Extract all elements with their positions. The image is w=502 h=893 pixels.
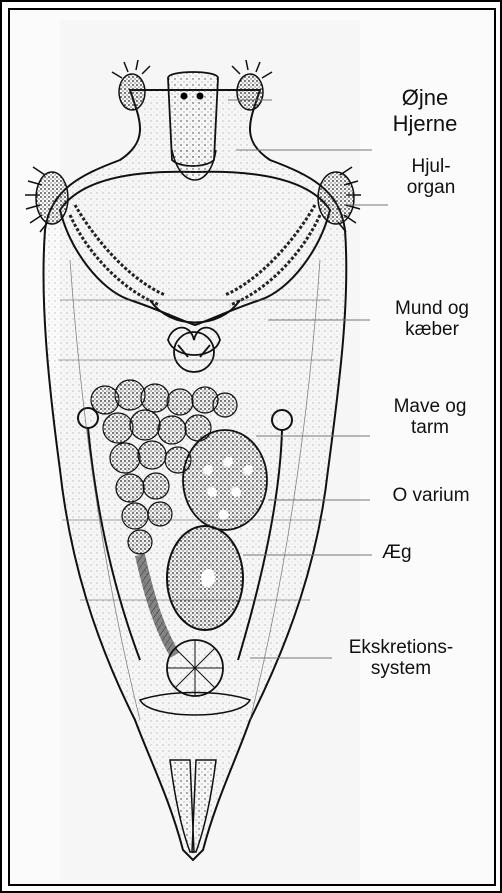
label-mouth-jaws: Mund og kæber xyxy=(372,298,492,340)
label-stomach-line2: tarm xyxy=(370,417,490,438)
bladder-rays xyxy=(167,640,223,696)
label-stomach-line1: Mave og xyxy=(370,396,490,417)
label-mouth-line1: Mund og xyxy=(372,298,492,319)
egg-nucleus xyxy=(201,569,215,587)
label-wheel-organ-line1: Hjul- xyxy=(386,156,476,177)
label-egg: Æg xyxy=(382,542,442,563)
label-brain: Hjerne xyxy=(380,112,470,136)
label-ovary: O varium xyxy=(368,485,494,506)
label-ovary-text: O varium xyxy=(368,485,494,506)
label-egg-text: Æg xyxy=(382,542,442,563)
label-eyes: Øjne xyxy=(380,86,470,110)
label-eyes-text: Øjne xyxy=(380,86,470,110)
label-stomach: Mave og tarm xyxy=(370,396,490,438)
label-mouth-line2: kæber xyxy=(372,319,492,340)
label-brain-text: Hjerne xyxy=(380,112,470,136)
label-wheel-organ-line2: organ xyxy=(386,177,476,198)
label-excretory: Ekskretions- system xyxy=(326,637,476,679)
eye-right xyxy=(197,93,204,100)
label-excretory-line1: Ekskretions- xyxy=(326,637,476,658)
label-wheel-organ: Hjul- organ xyxy=(386,156,476,198)
label-excretory-line2: system xyxy=(326,658,476,679)
eye-left xyxy=(181,93,188,100)
